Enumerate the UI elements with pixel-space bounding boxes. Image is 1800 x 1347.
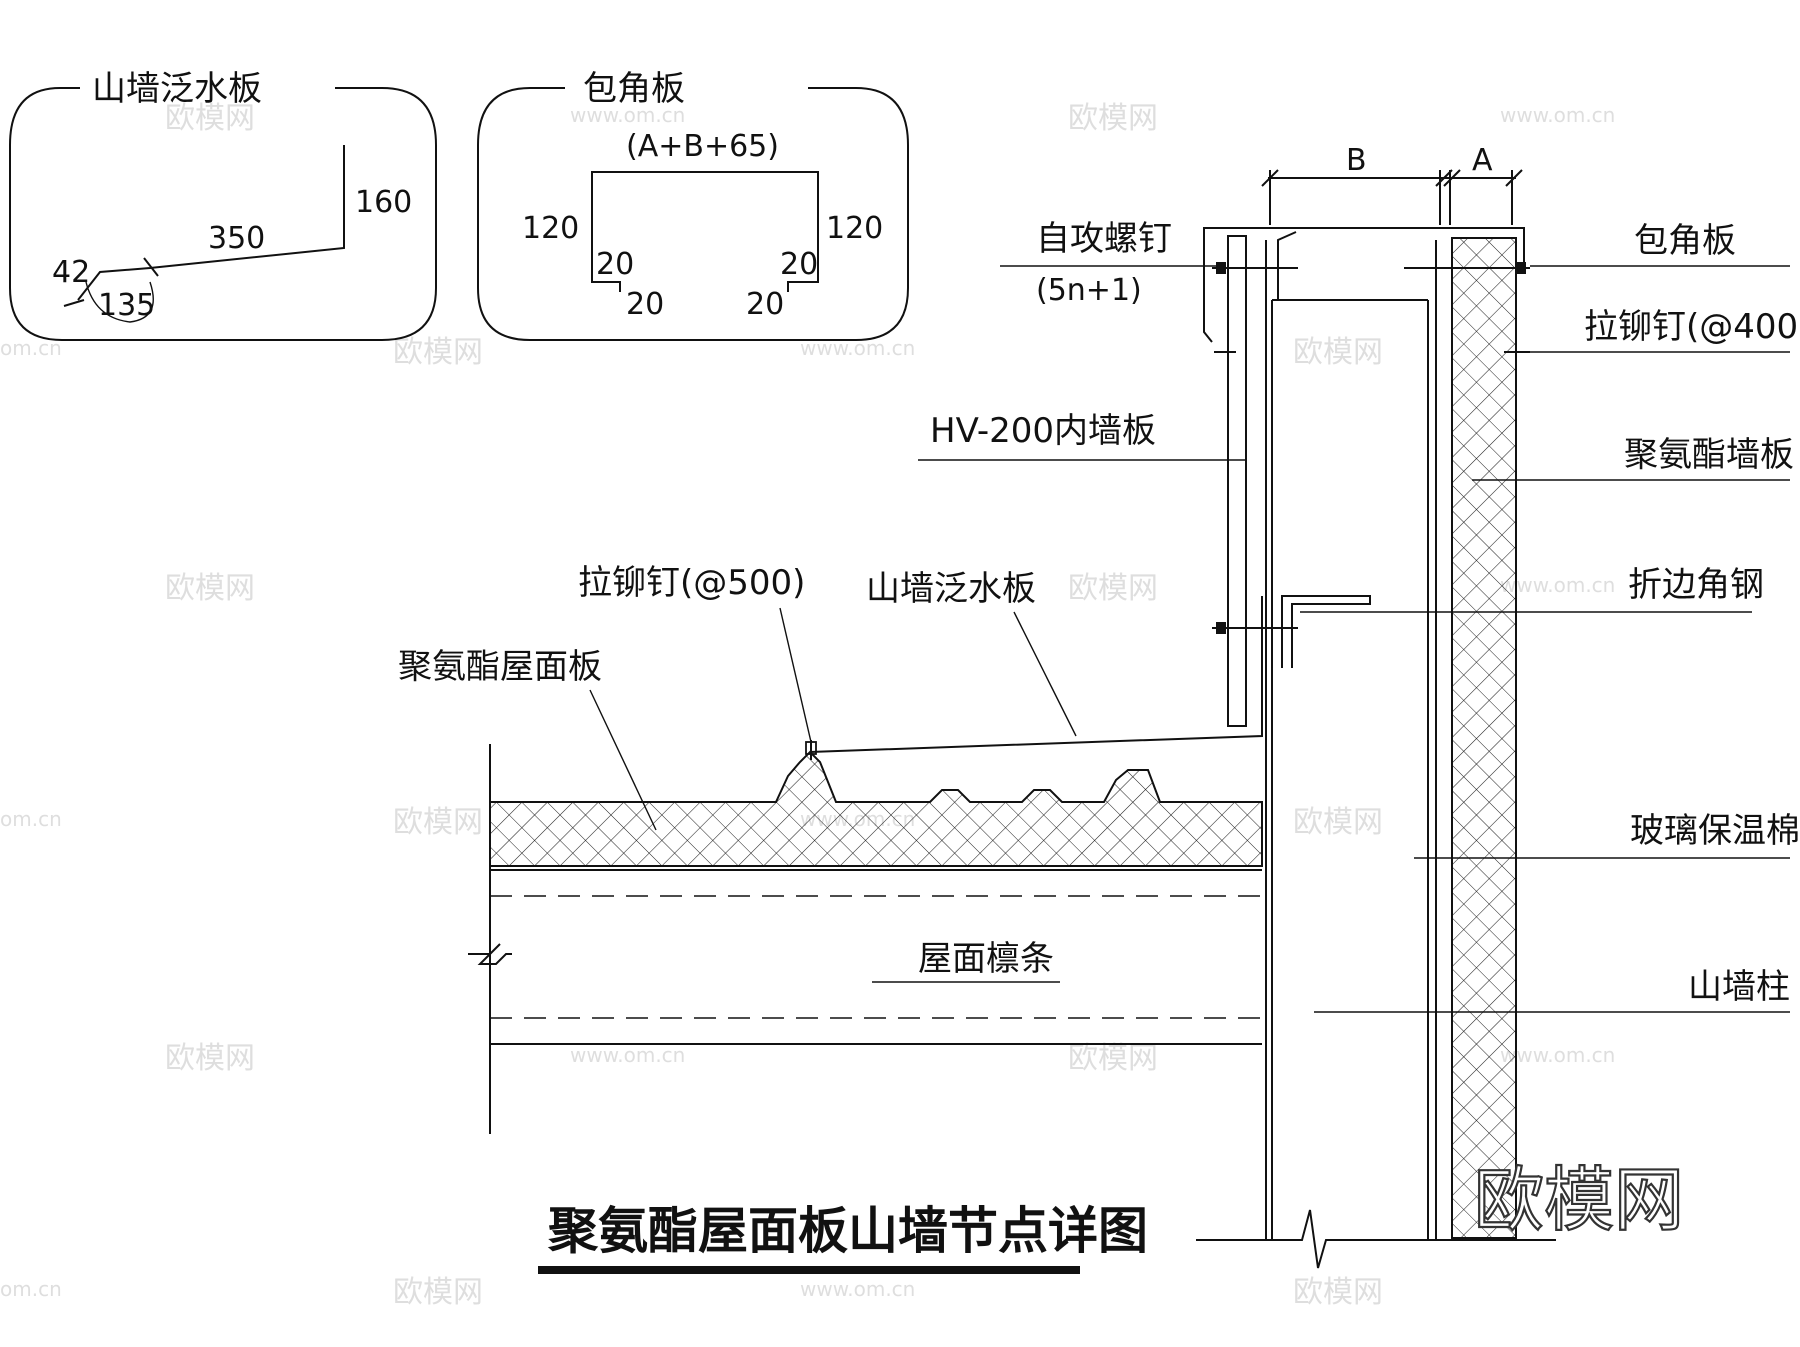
drawing-title: 聚氨酯屋面板山墙节点详图 bbox=[538, 1202, 1148, 1274]
watermark-text: 欧模网 bbox=[393, 805, 483, 840]
watermark-layer: 欧模网 欧模网 www.om.cn www.om.cn om.cn 欧模网 ww… bbox=[0, 101, 1615, 1310]
leader-line bbox=[589, 689, 657, 831]
dim-tick bbox=[1261, 169, 1279, 187]
brand-watermark: 欧模网 bbox=[1474, 1159, 1684, 1241]
watermark-text: 欧模网 bbox=[1068, 571, 1158, 606]
watermark-url: www.om.cn bbox=[800, 1277, 915, 1301]
watermark-url: www.om.cn bbox=[1500, 1043, 1615, 1067]
angle-arc bbox=[85, 281, 154, 323]
main-node-detail: B A bbox=[468, 143, 1556, 1269]
screw-head bbox=[1216, 262, 1226, 274]
dim-tick bbox=[1505, 169, 1523, 187]
watermark-text: 欧模网 bbox=[165, 101, 255, 136]
corner-board-formula: (A+B+65) bbox=[626, 129, 779, 164]
gable-flashing bbox=[809, 596, 1263, 753]
dim-b-label: B bbox=[1346, 143, 1367, 178]
leaders: 自攻螺钉 (5n+1) HV-200内墙板 拉铆钉(@500) 山墙泛水板 聚氨… bbox=[398, 219, 1800, 1013]
dim-tick bbox=[143, 257, 159, 277]
dim-left-20-lower: 20 bbox=[626, 287, 664, 322]
column-break bbox=[1196, 1209, 1556, 1269]
watermark-text: 欧模网 bbox=[393, 1275, 483, 1310]
detail-frame bbox=[9, 87, 437, 341]
pu-roof-panel bbox=[489, 750, 1263, 867]
watermark-text: 欧模网 bbox=[1293, 1275, 1383, 1310]
watermark-url: www.om.cn bbox=[570, 103, 685, 127]
label-self-tapping-screw: 自攻螺钉 bbox=[1036, 219, 1172, 259]
dim-a-label: A bbox=[1472, 143, 1493, 178]
watermark-url: www.om.cn bbox=[1500, 103, 1615, 127]
dim-350: 350 bbox=[208, 221, 265, 256]
watermark-text: 欧模网 bbox=[165, 571, 255, 606]
label-self-tapping-screw-qty: (5n+1) bbox=[1036, 273, 1142, 308]
label-gable-column: 山墙柱 bbox=[1688, 967, 1790, 1007]
corner-board-profile bbox=[591, 171, 819, 292]
dim-right-20-lower: 20 bbox=[746, 287, 784, 322]
screw-head bbox=[1216, 622, 1226, 634]
label-folded-angle-steel: 折边角钢 bbox=[1628, 565, 1764, 605]
dim-right-120: 120 bbox=[826, 211, 883, 246]
leader-line bbox=[779, 607, 812, 743]
label-pu-roof-panel: 聚氨酯屋面板 bbox=[398, 647, 602, 687]
gable-column bbox=[1265, 231, 1437, 1240]
dimension-line-top: B A bbox=[1261, 143, 1523, 225]
watermark-url: www.om.cn bbox=[1500, 573, 1615, 597]
dim-left-20-upper: 20 bbox=[596, 247, 634, 282]
dim-135: 135 bbox=[98, 288, 155, 323]
dim-160: 160 bbox=[355, 185, 412, 220]
break-symbol bbox=[468, 943, 512, 965]
watermark-url: om.cn bbox=[0, 807, 62, 831]
screw-set bbox=[1212, 262, 1530, 634]
watermark-url: www.om.cn bbox=[570, 1043, 685, 1067]
pu-wall-panel bbox=[1451, 237, 1517, 1239]
label-hv200-inner-panel: HV-200内墙板 bbox=[930, 411, 1156, 451]
watermark-text: 欧模网 bbox=[1068, 101, 1158, 136]
label-glass-wool: 玻璃保温棉 bbox=[1630, 811, 1800, 851]
label-corner-board: 包角板 bbox=[1634, 221, 1736, 261]
dim-tick bbox=[1435, 169, 1453, 187]
gable-flashing-detail: 山墙泛水板 160 350 42 135 bbox=[9, 69, 437, 341]
title-underline bbox=[538, 1266, 1080, 1274]
watermark-text: 欧模网 bbox=[165, 1041, 255, 1076]
roof-purlin bbox=[468, 744, 1262, 1134]
dim-tick bbox=[1443, 169, 1461, 187]
flashing-profile bbox=[77, 145, 345, 301]
leader-line bbox=[1013, 611, 1077, 737]
dim-42: 42 bbox=[52, 255, 90, 290]
detail-title: 包角板 bbox=[583, 69, 685, 109]
dim-right-20-upper: 20 bbox=[780, 247, 818, 282]
watermark-text: 欧模网 bbox=[393, 335, 483, 370]
drawing-title-text: 聚氨酯屋面板山墙节点详图 bbox=[547, 1202, 1148, 1260]
c-purlin-top bbox=[1272, 231, 1428, 301]
detail-title: 山墙泛水板 bbox=[92, 69, 262, 109]
watermark-text: 欧模网 bbox=[1068, 1041, 1158, 1076]
label-blind-rivet-400: 拉铆钉(@400) bbox=[1584, 307, 1800, 347]
dim-left-120: 120 bbox=[522, 211, 579, 246]
watermark-text: 欧模网 bbox=[1293, 805, 1383, 840]
label-roof-purlin: 屋面檩条 bbox=[918, 939, 1054, 979]
screw-head bbox=[1516, 262, 1526, 274]
hv200-inner-panel bbox=[1227, 235, 1247, 727]
watermark-text: 欧模网 bbox=[1293, 335, 1383, 370]
corner-board bbox=[1203, 227, 1525, 343]
watermark-url: om.cn bbox=[0, 1277, 62, 1301]
dim-tick bbox=[63, 299, 85, 307]
label-pu-wall-panel: 聚氨酯墙板 bbox=[1624, 435, 1794, 475]
detail-frame bbox=[477, 87, 909, 341]
label-gable-flashing: 山墙泛水板 bbox=[866, 569, 1036, 609]
label-blind-rivet-500: 拉铆钉(@500) bbox=[578, 563, 805, 603]
folded-angle-steel bbox=[1281, 595, 1371, 668]
corner-board-detail: 包角板 (A+B+65) 120 120 20 20 20 20 bbox=[477, 69, 909, 341]
